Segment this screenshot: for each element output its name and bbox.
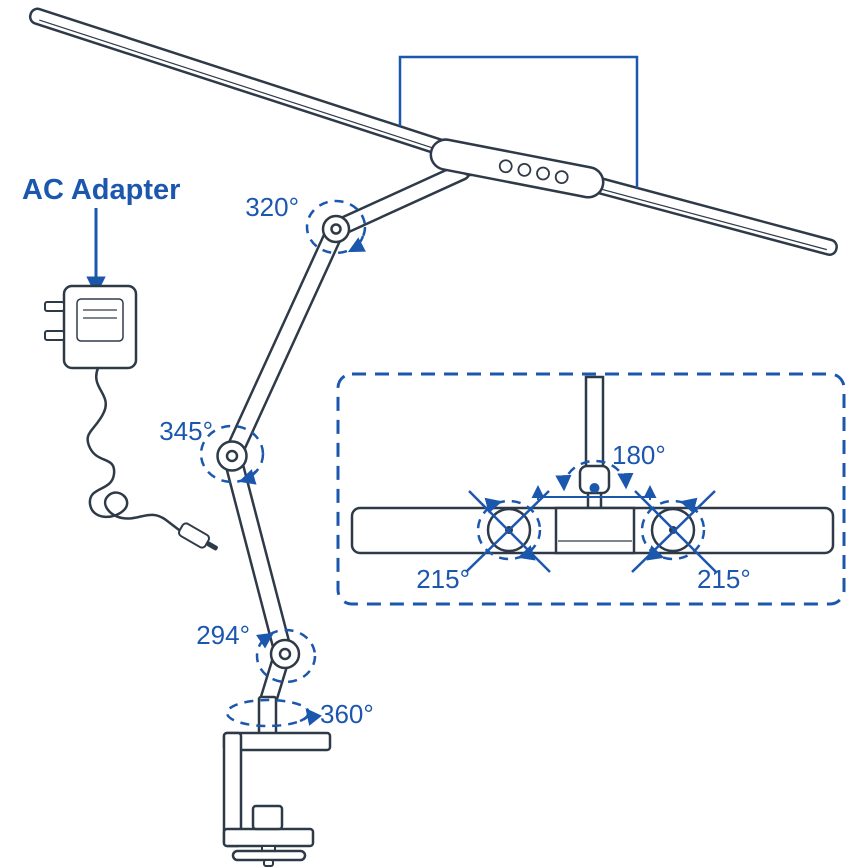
lamp-arm: [222, 162, 471, 742]
angle-label-294: 294°: [196, 620, 250, 650]
rotation-arc-345: [199, 424, 265, 484]
angle-label-215-left: 215°: [416, 564, 470, 594]
rotation-arrow-360-icon: [299, 708, 322, 726]
joint-294: [255, 628, 317, 684]
joint-345: [199, 424, 265, 485]
rotation-arc-215-left: [476, 499, 542, 561]
ac-adapter-label: AC Adapter: [22, 174, 180, 206]
clamp-handle: [231, 849, 307, 862]
detail-bracket: [398, 55, 639, 188]
lamp-head: [28, 7, 838, 256]
rotation-arrow-345-icon: [238, 469, 257, 485]
angle-label-345: 345°: [159, 416, 213, 446]
rotation-left-215: [465, 490, 551, 573]
ac-adapter: AC Adapter: [22, 174, 218, 551]
auto-button-icon: [554, 170, 569, 185]
rotation-arc-294: [255, 628, 317, 684]
power-cord: [86, 366, 185, 535]
power-button-icon: [498, 159, 513, 174]
clamp-pad: [251, 804, 284, 831]
inset-hub: [554, 506, 636, 555]
mode-button-icon: [517, 162, 532, 177]
angle-label-320: 320°: [245, 192, 299, 222]
rotation-arrow-icon: [646, 545, 665, 561]
rotation-arc-215-right: [640, 499, 706, 561]
light-bar-left: [28, 7, 471, 164]
joint-320: [305, 199, 367, 255]
angle-label-180: 180°: [612, 440, 666, 470]
rotation-right-215: [631, 490, 717, 573]
dc-plug: [177, 522, 218, 551]
inset-panel: 180° 215° 215°: [336, 372, 846, 606]
base-swivel: [225, 698, 322, 728]
rotation-arc-320: [305, 199, 367, 255]
angle-label-215-right: 215°: [697, 564, 751, 594]
dim-button-icon: [536, 166, 550, 181]
plug-prong: [44, 330, 65, 341]
plug-prong: [44, 301, 65, 312]
control-hub: [429, 138, 605, 199]
inset-stem: [584, 375, 605, 471]
tilt-pivot-dot: [589, 483, 600, 493]
arm-segment-middle: [225, 221, 345, 459]
rotation-arrow-294-icon: [256, 632, 275, 649]
rotation-arrow-icon: [679, 497, 698, 514]
clamp: [222, 731, 332, 867]
rotation-arrow-320-icon: [347, 235, 367, 253]
angle-label-360: 360°: [320, 699, 374, 729]
rotation-arrow-icon: [517, 545, 536, 561]
rotation-arrow-icon: [484, 497, 503, 514]
